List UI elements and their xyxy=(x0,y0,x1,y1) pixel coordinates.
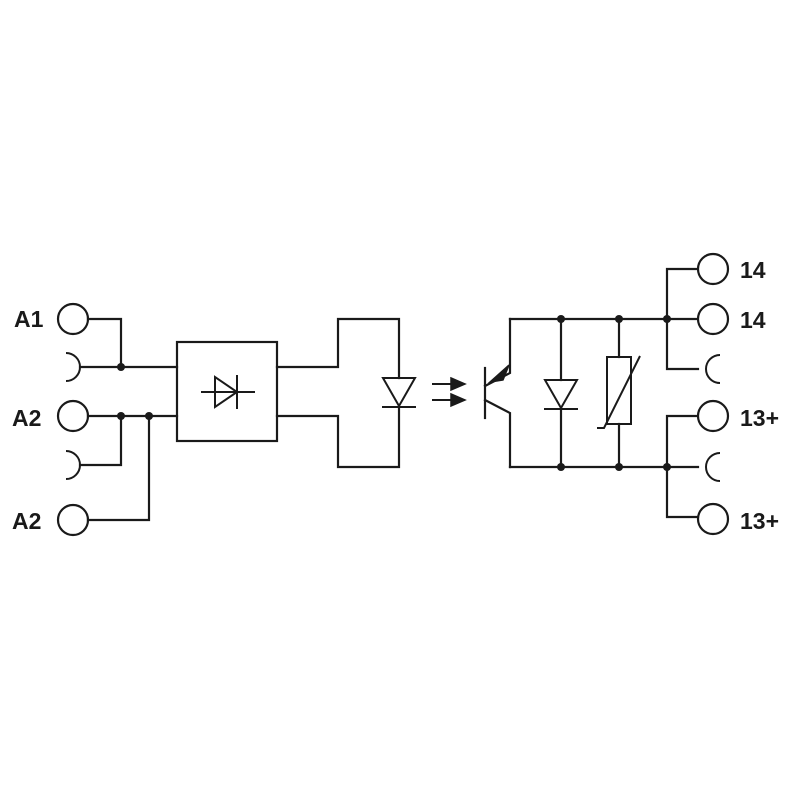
junction-varistor-bottom xyxy=(615,463,623,471)
led-emitter xyxy=(275,317,417,469)
junction-a1 xyxy=(117,363,125,371)
wire-module-to-led-top xyxy=(275,317,401,380)
wire-a1 xyxy=(86,317,179,369)
terminal-a1 xyxy=(56,302,90,336)
junction-varistor-top xyxy=(615,315,623,323)
terminal-label-a2-lower: A2 xyxy=(12,508,41,534)
light-arrow-lower-head xyxy=(450,392,467,408)
bridge-socket-upper xyxy=(65,352,81,382)
bridge-socket-lower xyxy=(65,450,81,480)
junction-a2-left xyxy=(117,412,125,420)
wire-a2-lower xyxy=(86,414,151,522)
junction-14 xyxy=(663,315,671,323)
junction-diode-top xyxy=(557,315,565,323)
bridge-socket-14 xyxy=(705,354,721,384)
output-bus xyxy=(508,267,700,519)
led-triangle xyxy=(381,377,417,409)
terminal-label-13-plus-lower: 13+ xyxy=(740,508,779,534)
terminal-14-lower xyxy=(696,302,730,336)
terminal-a2-lower xyxy=(56,503,90,537)
output-terminals: 14 14 13+ 13+ xyxy=(696,252,779,536)
bridge-socket-13-plus xyxy=(705,452,721,482)
light-arrow-upper-head xyxy=(450,376,467,392)
terminal-label-14-lower: 14 xyxy=(740,307,766,333)
terminal-label-13-plus-upper: 13+ xyxy=(740,405,779,431)
terminal-a2-upper xyxy=(56,399,90,433)
transistor-arrow xyxy=(487,364,510,384)
varistor-body xyxy=(606,356,632,425)
wire-module-to-led-bottom xyxy=(275,406,401,469)
diode-triangle xyxy=(543,379,579,411)
transistor-emitter xyxy=(483,398,512,469)
junction-diode-bottom xyxy=(557,463,565,471)
input-side: A1 A2 A2 xyxy=(12,302,179,537)
input-module xyxy=(175,340,279,443)
wire-bridge-lower xyxy=(78,414,123,467)
terminal-14-upper xyxy=(696,252,730,286)
terminal-13-plus-lower xyxy=(696,502,730,536)
phototransistor xyxy=(483,317,512,469)
terminal-label-a1: A1 xyxy=(14,306,44,332)
varistor-slash xyxy=(597,355,641,429)
terminal-label-14-upper: 14 xyxy=(740,257,766,283)
light-arrows xyxy=(432,376,467,408)
input-module-box xyxy=(175,340,279,443)
junction-13-plus xyxy=(663,463,671,471)
terminal-13-plus-upper xyxy=(696,399,730,433)
terminal-label-a2-upper: A2 xyxy=(12,405,41,431)
module-diode-triangle xyxy=(214,375,239,409)
